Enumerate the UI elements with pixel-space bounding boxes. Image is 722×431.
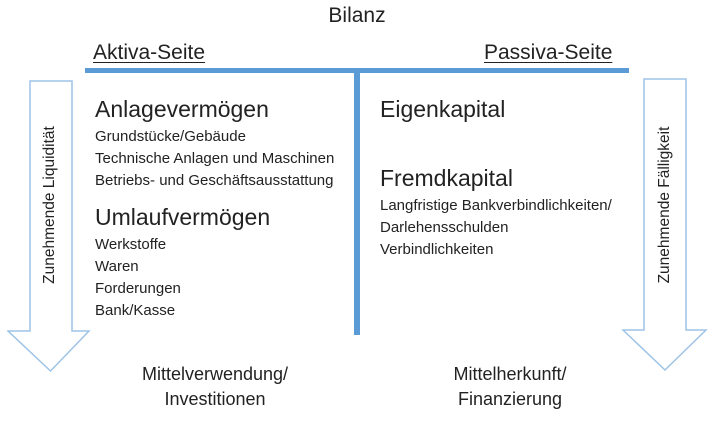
section-item: Waren (95, 258, 139, 275)
section-item: Werkstoffe (95, 236, 167, 253)
section-heading-fremdkapital: Fremdkapital (380, 165, 513, 191)
balance-middle-divider (354, 68, 360, 335)
section-item: Verbindlichkeiten (380, 241, 494, 258)
aktiva-content: Anlagevermögen Grundstücke/Gebäude Techn… (95, 93, 350, 322)
section-heading-anlagevermoegen: Anlagevermögen (95, 96, 269, 122)
section-heading-eigenkapital: Eigenkapital (380, 96, 506, 122)
footer-line: Mittelherkunft/ (453, 364, 567, 384)
section-item: Darlehensschulden (380, 219, 509, 236)
liquidity-down-arrow-icon (7, 80, 91, 373)
section-heading-umlaufvermoegen: Umlaufvermögen (95, 204, 271, 230)
page-title: Bilanz (328, 4, 386, 27)
passiva-content: Eigenkapital Fremdkapital Langfristige B… (380, 93, 640, 261)
liquidity-arrow-label: Zunehmende Liquidität (41, 126, 58, 284)
maturity-arrow-label: Zunehmende Fälligkeit (656, 126, 673, 284)
aktiva-header: Aktiva-Seite (93, 41, 206, 64)
aktiva-footer: Mittelverwendung/ Investitionen (95, 362, 335, 412)
passiva-footer: Mittelherkunft/ Finanzierung (390, 362, 630, 412)
footer-line: Mittelverwendung/ (141, 364, 289, 384)
footer-line: Investitionen (164, 389, 266, 409)
section-item: Betriebs- und Geschäftsausstattung (95, 172, 334, 189)
footer-line: Finanzierung (457, 389, 563, 409)
section-item: Grundstücke/Gebäude (95, 128, 246, 145)
maturity-down-arrow-icon (621, 78, 708, 372)
passiva-header: Passiva-Seite (484, 41, 613, 64)
section-item: Forderungen (95, 280, 181, 297)
section-item: Langfristige Bankverbindlichkeiten/ (380, 197, 612, 214)
section-item: Technische Anlagen und Maschinen (95, 150, 335, 167)
section-item: Bank/Kasse (95, 302, 176, 319)
